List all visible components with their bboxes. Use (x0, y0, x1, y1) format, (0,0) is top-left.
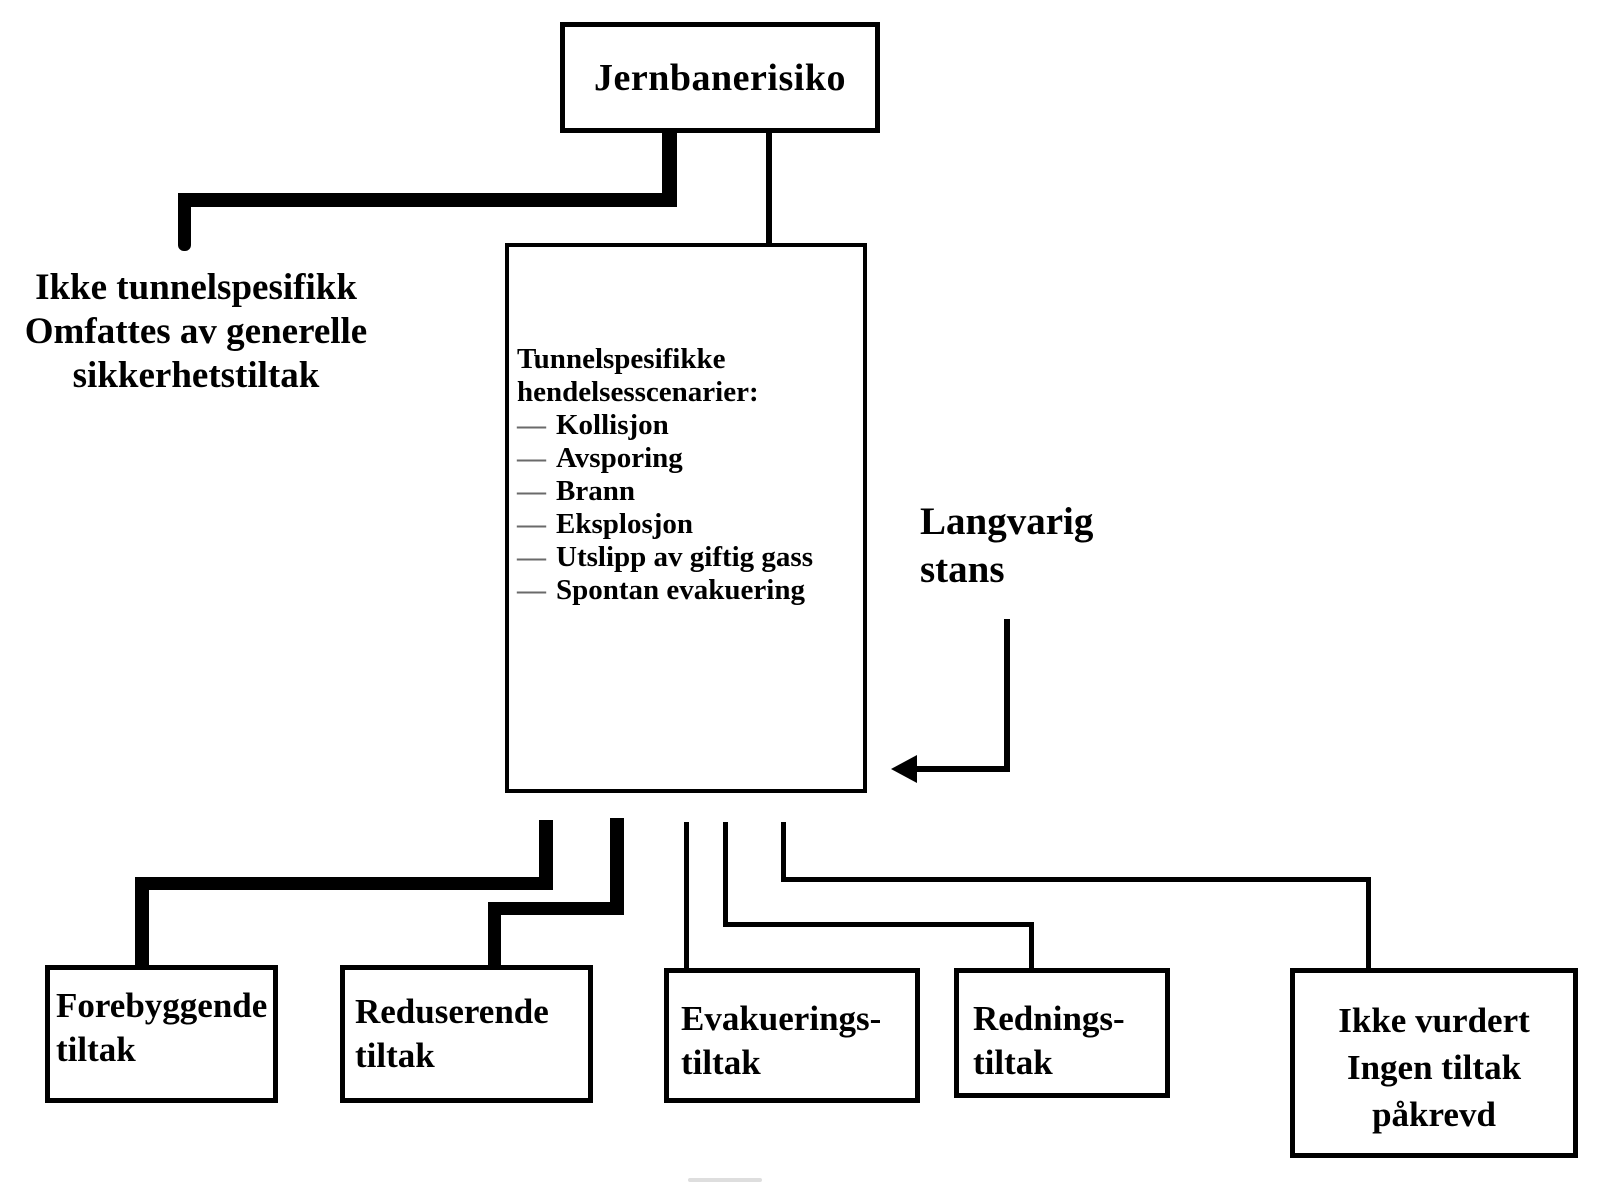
box-ikke-vurdert: Ikke vurdert Ingen tiltak påkrevd (1290, 968, 1578, 1158)
connector-thick-forebyggende-horizontal (135, 877, 553, 890)
connector-thick-forebyggende-vertical (539, 820, 553, 890)
left-note: Ikke tunnelspesifikk Omfattes av generel… (12, 266, 380, 398)
box-evakuerings-tiltak: Evakuerings- tiltak (664, 968, 920, 1103)
connector-thick-forebyggende-drop (135, 877, 149, 969)
dash-icon: — (517, 442, 546, 474)
list-item-label: Avsporing (556, 442, 683, 474)
box-label-line: tiltak (56, 1030, 136, 1069)
box-forebyggende-tiltak: Forebyggende tiltak (45, 965, 278, 1103)
top-box-label: Jernbanerisiko (594, 56, 846, 99)
left-note-line-3: sikkerhetstiltak (72, 355, 320, 396)
connector-thick-stub-above-left-note (178, 193, 191, 251)
side-note-line-1: Langvarig (920, 500, 1094, 543)
side-note-langvarig-stans: Langvarig stans (920, 498, 1180, 594)
connector-thick-reduserende-drop (488, 902, 501, 969)
box-label-line: Evakuerings- (681, 999, 882, 1038)
center-box-title-line-1: Tunnelspesifikke (517, 343, 726, 375)
connector-thin-rednings-horizontal (723, 922, 1034, 927)
list-item: — Utslipp av giftig gass (517, 541, 859, 574)
connector-thin-ikke-vurdert-horizontal (781, 877, 1371, 882)
dash-icon: — (517, 475, 546, 507)
list-item-label: Eksplosjon (556, 508, 694, 540)
connector-thin-rednings-vertical (723, 822, 728, 927)
connector-thick-reduserende-horizontal (488, 902, 624, 915)
center-box-scenarios: Tunnelspesifikke hendelsesscenarier: — Ko… (505, 243, 867, 793)
left-note-line-2: Omfattes av generelle (24, 311, 368, 352)
box-label-line: tiltak (355, 1036, 435, 1075)
dash-icon: — (517, 574, 546, 606)
box-label-line: Rednings- (973, 999, 1125, 1038)
list-item: — Eksplosjon (517, 508, 859, 541)
list-item: — Spontan evakuering (517, 574, 859, 607)
box-label-line: Ingen tiltak (1346, 1048, 1522, 1087)
list-item-label: Spontan evakuering (556, 574, 805, 606)
center-box-title-line-2: hendelsesscenarier: (517, 376, 759, 408)
list-item: — Brann (517, 475, 859, 508)
connector-thin-ikke-vurdert-vertical (781, 822, 786, 882)
box-rednings-tiltak: Rednings- tiltak (954, 968, 1170, 1098)
arrow-head-icon (891, 755, 917, 783)
connector-thin-vertical-to-center-box (766, 133, 772, 245)
box-label-line: Forebyggende (56, 986, 268, 1025)
box-reduserende-tiltak: Reduserende tiltak (340, 965, 593, 1103)
list-item-label: Utslipp av giftig gass (556, 541, 814, 573)
connector-thick-horizontal-to-left-note (178, 193, 677, 207)
dash-icon: — (517, 508, 546, 540)
box-label-line: tiltak (681, 1043, 761, 1082)
box-label-line: tiltak (973, 1043, 1053, 1082)
top-box-jernbanerisiko: Jernbanerisiko (560, 22, 880, 133)
connector-thick-vertical-from-top-box (662, 133, 677, 207)
box-label-line: påkrevd (1372, 1095, 1496, 1134)
arrow-line-horizontal (903, 766, 1010, 772)
scan-artifact (688, 1178, 762, 1182)
arrow-line-vertical (1004, 619, 1010, 771)
list-item-label: Brann (556, 475, 635, 507)
connector-thin-evakuerings-vertical (684, 822, 689, 970)
box-label-line: Reduserende (355, 992, 549, 1031)
left-note-line-1: Ikke tunnelspesifikk (35, 267, 357, 308)
connector-thin-ikke-vurdert-drop (1366, 877, 1371, 970)
connector-thin-rednings-drop (1029, 922, 1034, 970)
list-item: — Avsporing (517, 442, 859, 475)
list-item: — Kollisjon (517, 409, 859, 442)
dash-icon: — (517, 409, 546, 441)
box-label-line: Ikke vurdert (1338, 1001, 1530, 1040)
connector-thick-reduserende-vertical (610, 818, 624, 915)
list-item-label: Kollisjon (556, 409, 669, 441)
side-note-line-2: stans (920, 548, 1005, 591)
dash-icon: — (517, 541, 546, 573)
